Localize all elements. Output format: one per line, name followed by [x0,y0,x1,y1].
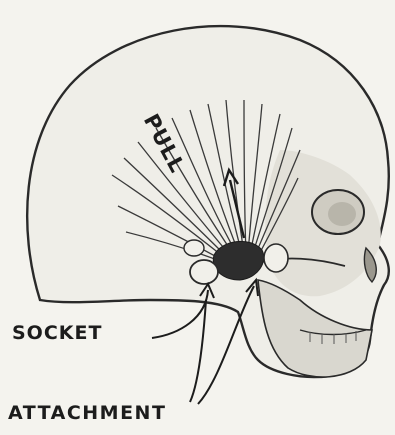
attachment-label: ATTACHMENT [8,402,166,424]
socket-label: SOCKET [12,322,102,344]
socket-condyle [190,260,218,284]
